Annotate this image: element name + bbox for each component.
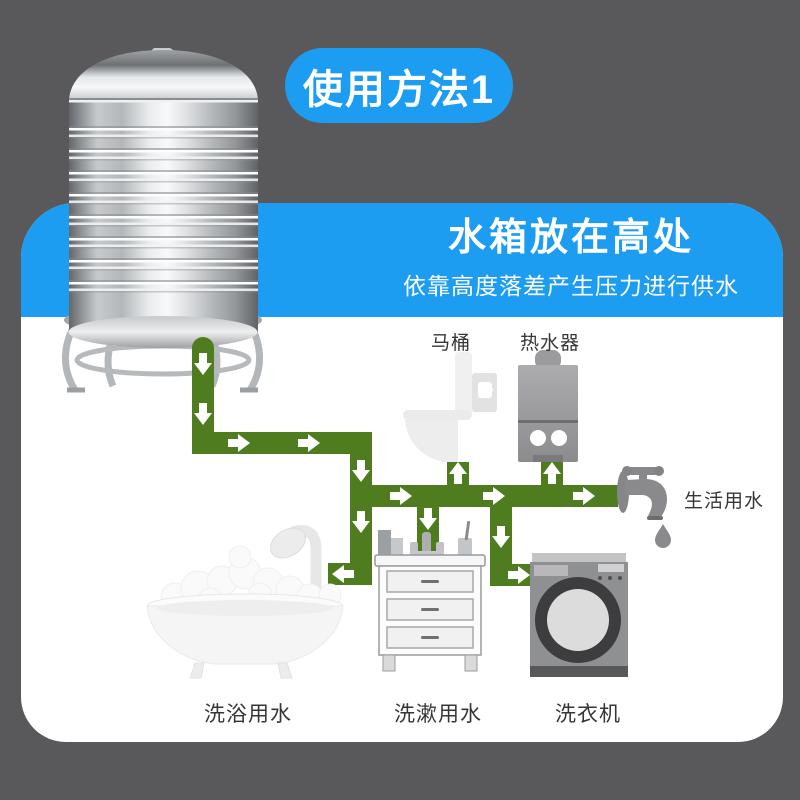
label-washing-machine: 洗衣机 <box>555 703 621 726</box>
flow-arrow-down-icon <box>194 403 212 425</box>
flow-arrow-down-icon <box>194 353 212 375</box>
method-badge-label: 使用方法1 <box>302 67 496 112</box>
banner-subtitle: 依靠高度落差产生压力进行供水 <box>403 273 739 299</box>
sink-cabinet-icon <box>374 520 486 672</box>
toilet-icon <box>403 352 497 462</box>
flow-arrow-right-icon <box>573 487 595 505</box>
bathtub-icon <box>146 525 344 679</box>
label-toilet: 马桶 <box>430 333 471 354</box>
drawer-handles <box>421 580 439 639</box>
label-tap-water: 生活用水 <box>684 491 765 512</box>
flow-arrow-up-icon <box>543 462 561 484</box>
flow-arrow-right-icon <box>298 434 320 452</box>
shower-icon <box>269 525 322 605</box>
water-drop-icon <box>655 524 671 548</box>
label-bath: 洗浴用水 <box>204 703 292 726</box>
flow-arrow-right-icon <box>228 434 250 452</box>
flow-arrow-down-icon <box>492 526 510 548</box>
water-heater-icon <box>518 350 578 462</box>
flow-arrow-up-icon <box>449 462 467 484</box>
label-water-heater: 热水器 <box>519 333 580 354</box>
faucet-icon <box>617 466 671 548</box>
method-badge: 使用方法1 <box>285 48 513 123</box>
water-tank-icon <box>61 48 264 393</box>
washing-machine-icon <box>530 553 628 677</box>
label-wash-basin: 洗漱用水 <box>394 703 482 726</box>
tank-ribs <box>69 126 258 293</box>
banner-text: 水箱放在高处 依靠高度落差产生压力进行供水 <box>371 216 771 301</box>
flow-arrow-right-icon <box>390 487 412 505</box>
flow-arrow-right-icon <box>508 566 530 584</box>
flow-arrow-down-icon <box>352 460 370 482</box>
flow-arrow-right-icon <box>483 487 505 505</box>
banner-title: 水箱放在高处 <box>447 217 694 259</box>
pipe-horizontal-1 <box>192 432 372 454</box>
